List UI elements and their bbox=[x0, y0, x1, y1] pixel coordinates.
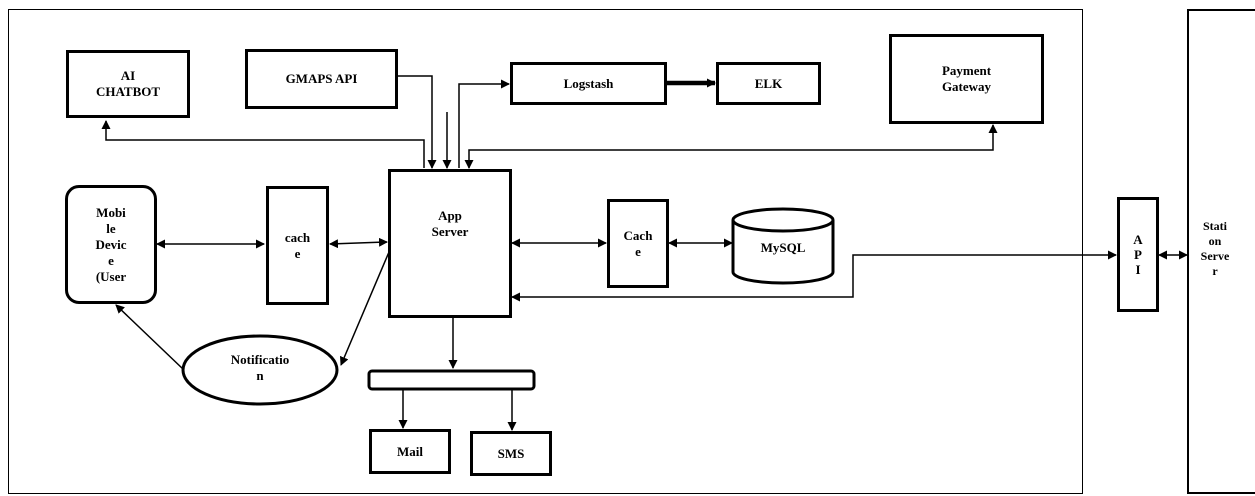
gmaps-api-label: GMAPS API bbox=[285, 71, 358, 86]
mobile-device-box: Mobi le Devic e (User bbox=[65, 185, 157, 304]
dispatch-bar bbox=[367, 369, 536, 391]
ai-chatbot-box: AI CHATBOT bbox=[66, 50, 190, 118]
elk-box: ELK bbox=[716, 62, 821, 105]
cache-left-label: cach e bbox=[284, 229, 311, 261]
edge-app-payment bbox=[464, 124, 998, 169]
mysql-label: MySQL bbox=[760, 240, 806, 255]
station-frame bbox=[1187, 9, 1255, 494]
logstash-label: Logstash bbox=[563, 75, 614, 91]
app-server-box: App Server bbox=[388, 169, 512, 318]
cache-right-box: Cach e bbox=[607, 199, 669, 288]
payment-gateway-box: Payment Gateway bbox=[889, 34, 1044, 124]
edge-app-notification bbox=[339, 251, 390, 366]
sms-label: SMS bbox=[497, 445, 525, 461]
station-server-label: Stati on Serve r bbox=[1200, 219, 1230, 278]
mobile-device-label: Mobi le Devic e (User bbox=[95, 204, 127, 284]
api-box: A P I bbox=[1117, 197, 1159, 312]
cache-left-box: cach e bbox=[266, 186, 329, 305]
mail-label: Mail bbox=[397, 443, 423, 459]
edge-app-api bbox=[511, 250, 1117, 302]
edge-app-chatbot bbox=[101, 120, 425, 168]
gmaps-api-box: GMAPS API bbox=[245, 49, 398, 109]
notification-label: Notificatio n bbox=[230, 352, 290, 383]
mail-box: Mail bbox=[369, 429, 451, 474]
api-label: A P I bbox=[1133, 232, 1143, 277]
sms-box: SMS bbox=[470, 431, 552, 476]
elk-label: ELK bbox=[754, 75, 783, 91]
notification-ellipse bbox=[181, 334, 339, 406]
edge-gmaps-app bbox=[397, 75, 437, 169]
ai-chatbot-label: AI CHATBOT bbox=[95, 68, 161, 99]
edge-app-logstash bbox=[458, 79, 510, 168]
edge-notification-mobile bbox=[115, 304, 185, 371]
cache-right-label: Cach e bbox=[623, 227, 653, 259]
app-server-label: App Server bbox=[431, 207, 469, 239]
logstash-box: Logstash bbox=[510, 62, 667, 105]
mysql-cylinder bbox=[731, 207, 835, 285]
edge-cache-app bbox=[329, 237, 388, 249]
payment-gateway-label: Payment Gateway bbox=[941, 63, 992, 94]
